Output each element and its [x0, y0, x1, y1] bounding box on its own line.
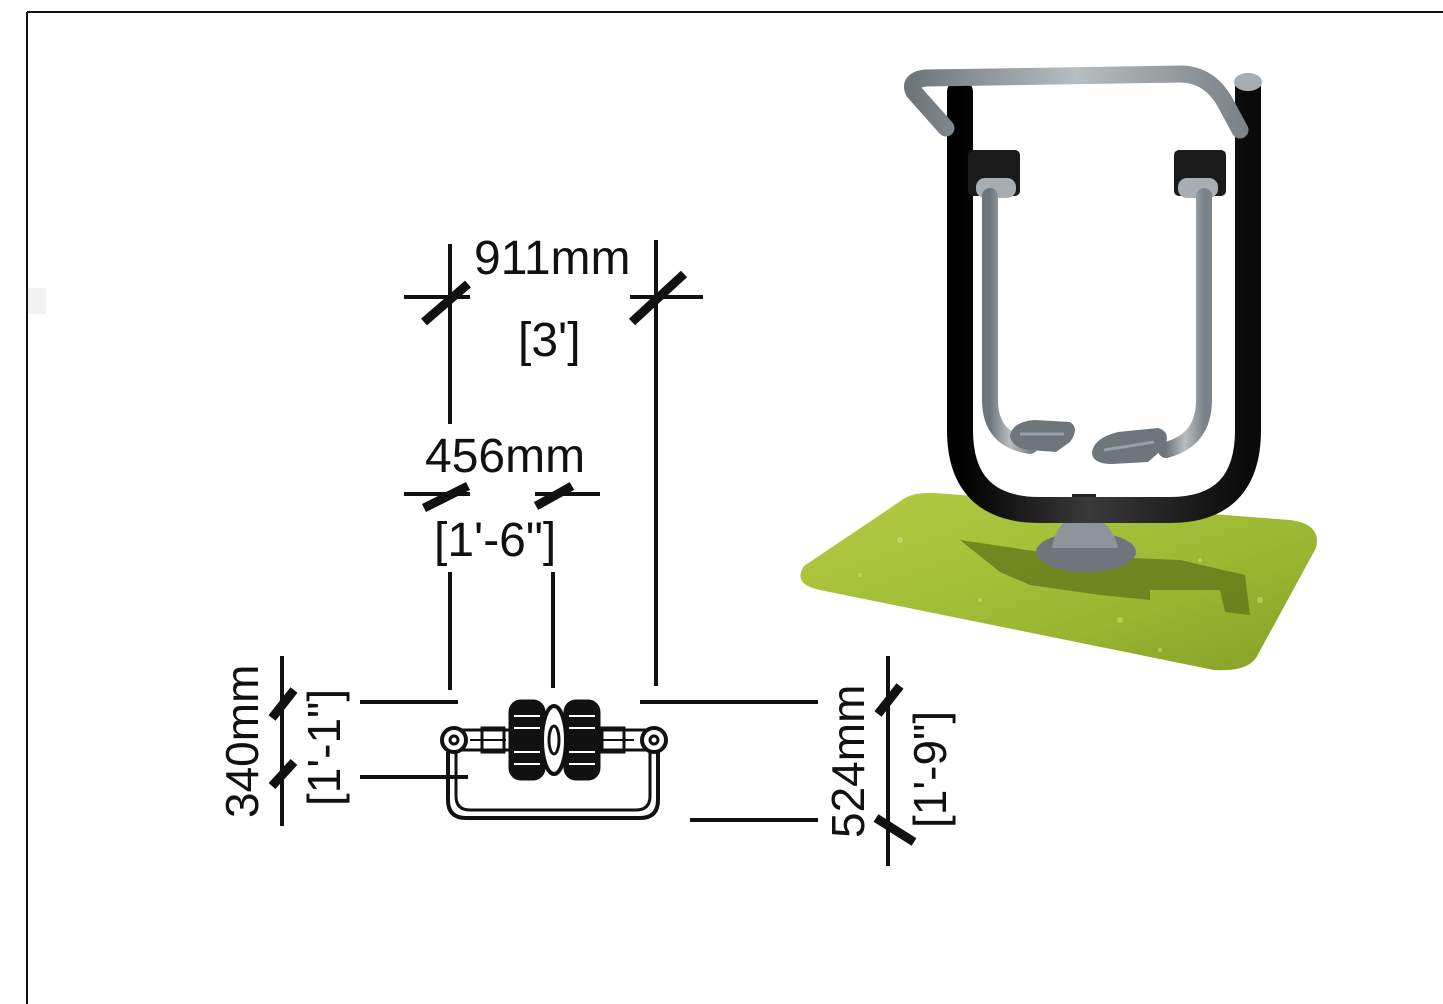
- grey-handlebar: [904, 65, 1249, 139]
- dim-base-depth-mm: 340mm: [216, 665, 268, 818]
- dim-overall-width-ft: [3']: [518, 314, 581, 367]
- sheet-border: [26, 11, 1443, 1004]
- black-frame: [947, 73, 1261, 523]
- top-view-equipment: [440, 699, 668, 820]
- left-foot-pedal: [1010, 420, 1075, 452]
- dim-base-depth-ft: [1'-1"]: [298, 689, 350, 806]
- dimension-lines: [268, 240, 917, 866]
- dim-overall-depth-ft: [1'-9"]: [904, 711, 956, 828]
- dim-pedal-spacing-mm: 456mm: [425, 430, 585, 483]
- equipment-render: [800, 65, 1317, 671]
- left-swing-leg: [982, 188, 1038, 454]
- dimension-labels: 911mm [3'] 456mm [1'-6"] 340mm [1'-1"] 5…: [216, 232, 956, 838]
- right-swing-leg: [1158, 188, 1212, 458]
- dim-overall-depth-mm: 524mm: [822, 685, 874, 838]
- scan-mark: [28, 288, 46, 314]
- shadow: [960, 540, 1250, 615]
- dim-pedal-spacing-ft: [1'-6"]: [434, 514, 556, 567]
- dim-overall-width-mm: 911mm: [474, 232, 631, 285]
